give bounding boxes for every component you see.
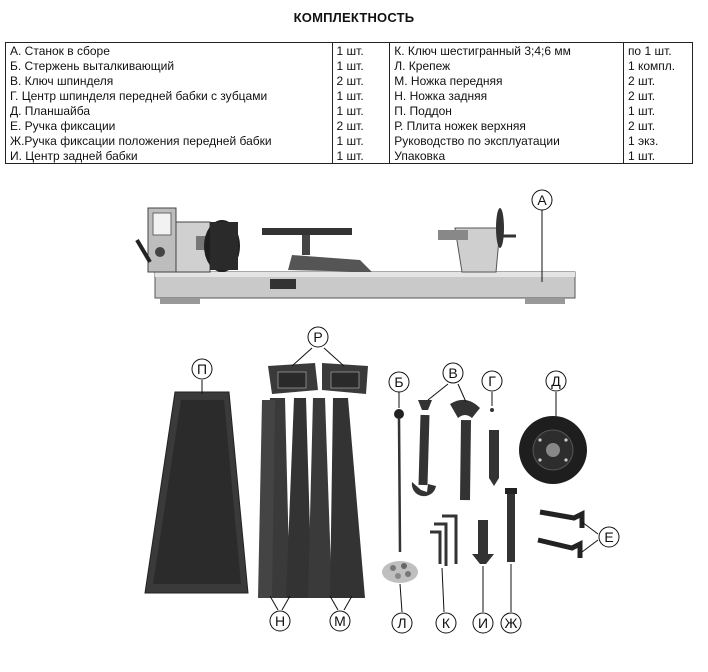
spindle-wrenches-image bbox=[411, 399, 480, 501]
callout-i bbox=[472, 612, 494, 634]
parts-row: Г. Центр шпинделя передней бабки с зубца… bbox=[5, 88, 694, 103]
hex-keys-image bbox=[430, 514, 458, 566]
callout-g bbox=[481, 370, 503, 392]
tailstock-center-image bbox=[472, 520, 494, 564]
part-name-cell: Е. Ручка фиксации bbox=[5, 118, 333, 133]
part-name-cell: Р. Плита ножек верхняя bbox=[389, 118, 624, 133]
callout-m-label: М bbox=[334, 613, 346, 629]
quantity-cell: 1 шт. bbox=[331, 42, 391, 58]
callout-v bbox=[442, 362, 464, 384]
callout-n-label: Н bbox=[275, 613, 285, 629]
callout-i-label: И bbox=[478, 615, 488, 631]
quantity-cell: 2 шт. bbox=[622, 73, 694, 88]
quantity-cell: 2 шт. bbox=[331, 118, 391, 133]
lock-handles-image bbox=[537, 509, 585, 558]
callout-e bbox=[598, 526, 620, 548]
callout-b-label: Б bbox=[394, 374, 403, 390]
part-name-cell: Л. Крепеж bbox=[389, 58, 624, 73]
top-plates-image bbox=[268, 363, 368, 394]
quantity-cell: 1 шт. bbox=[331, 88, 391, 103]
part-name-cell: И. Центр задней бабки bbox=[5, 148, 333, 164]
callout-m bbox=[329, 610, 351, 632]
callout-k-label: К bbox=[442, 615, 451, 631]
knockout-rod-image bbox=[394, 409, 404, 553]
part-name-cell: Н. Ножка задняя bbox=[389, 88, 624, 103]
callout-b bbox=[388, 371, 410, 393]
page-title: КОМПЛЕКТНОСТЬ bbox=[293, 10, 415, 25]
callout-v-label: В bbox=[448, 365, 457, 381]
quantity-cell: 2 шт. bbox=[622, 88, 694, 103]
part-name-cell: Д. Планшайба bbox=[5, 103, 333, 118]
part-name-cell: Руководство по эксплуатации bbox=[389, 133, 624, 148]
parts-row: Ж.Ручка фиксации положения передней бабк… bbox=[5, 133, 694, 148]
quantity-cell: по 1 шт. bbox=[622, 42, 694, 58]
callout-k bbox=[435, 612, 457, 634]
callout-d bbox=[545, 370, 567, 392]
callout-a-label: А bbox=[537, 192, 547, 208]
lathe-assembly-image bbox=[135, 207, 576, 304]
callout-zh bbox=[500, 612, 522, 634]
callout-p bbox=[191, 358, 213, 380]
tray-image bbox=[144, 391, 249, 594]
callout-g-label: Г bbox=[488, 373, 496, 389]
quantity-cell: 2 шт. bbox=[622, 118, 694, 133]
quantity-cell: 1 шт. bbox=[622, 103, 694, 118]
callout-r bbox=[307, 326, 329, 348]
hardware-pile-image bbox=[382, 561, 418, 583]
callout-l bbox=[391, 612, 413, 634]
callout-d-label: Д bbox=[551, 373, 561, 389]
part-name-cell: П. Поддон bbox=[389, 103, 624, 118]
quantity-cell: 1 компл. bbox=[622, 58, 694, 73]
headstock-lock-handle-image bbox=[505, 488, 517, 562]
callout-l-label: Л bbox=[397, 615, 406, 631]
callout-p-label: П bbox=[197, 361, 207, 377]
part-name-cell: В. Ключ шпинделя bbox=[5, 73, 333, 88]
quantity-cell: 1 шт. bbox=[331, 58, 391, 73]
spur-center-image bbox=[489, 408, 499, 486]
part-name-cell: А. Станок в сборе bbox=[5, 42, 333, 58]
quantity-cell: 1 экз. bbox=[622, 133, 694, 148]
part-name-cell: Б. Стержень выталкивающий bbox=[5, 58, 333, 73]
faceplate-image bbox=[519, 416, 587, 484]
part-name-cell: Г. Центр шпинделя передней бабки с зубца… bbox=[5, 88, 333, 103]
part-name-cell: Ж.Ручка фиксации положения передней бабк… bbox=[5, 133, 333, 148]
quantity-cell: 1 шт. bbox=[622, 148, 694, 164]
callout-e-label: Е bbox=[604, 529, 613, 545]
callout-zh-label: Ж bbox=[505, 615, 518, 631]
legs-image bbox=[258, 398, 365, 598]
callout-r-label: Р bbox=[313, 329, 322, 345]
callout-n bbox=[269, 610, 291, 632]
part-name-cell: М. Ножка передняя bbox=[389, 73, 624, 88]
callout-a bbox=[531, 189, 553, 211]
